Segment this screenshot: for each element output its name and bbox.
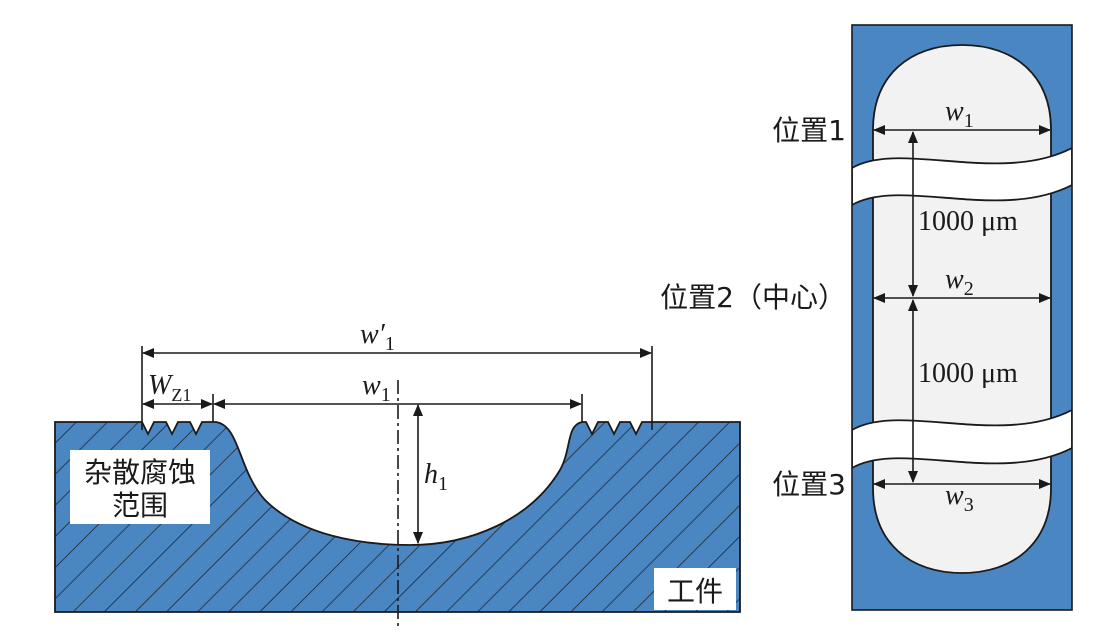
workpiece-label-box [654, 568, 736, 610]
label-top-w2: w2 [945, 264, 974, 300]
pos1-label: 位置1 [772, 114, 846, 147]
pos3-label: 位置3 [772, 468, 846, 501]
cross-section: 杂散腐蚀 范围 工件 w′1 WZ1 w1 h1 [54, 319, 741, 630]
pos2-label: 位置2（中心） [660, 281, 846, 314]
strip-border [851, 24, 1073, 611]
workpiece-label: 工件 [667, 575, 723, 608]
label-top-w3: w3 [945, 480, 974, 516]
label-w-prime: w′1 [360, 319, 395, 355]
label-wz1: WZ1 [148, 370, 191, 405]
label-h1: h1 [424, 459, 448, 495]
label-top-w1: w1 [945, 96, 974, 132]
label-dist-lower: 1000 μm [918, 358, 1018, 389]
stray-corrosion-label-box [70, 450, 210, 524]
stray-corrosion-label-line1: 杂散腐蚀 [84, 456, 196, 489]
label-w1: w1 [362, 370, 391, 406]
top-view: w1 w2 w3 1000 μm 1000 μm 位置1 位置2（中心） 位置3 [660, 24, 1073, 611]
label-dist-upper: 1000 μm [918, 206, 1018, 237]
stray-corrosion-label-line2: 范围 [112, 489, 168, 522]
